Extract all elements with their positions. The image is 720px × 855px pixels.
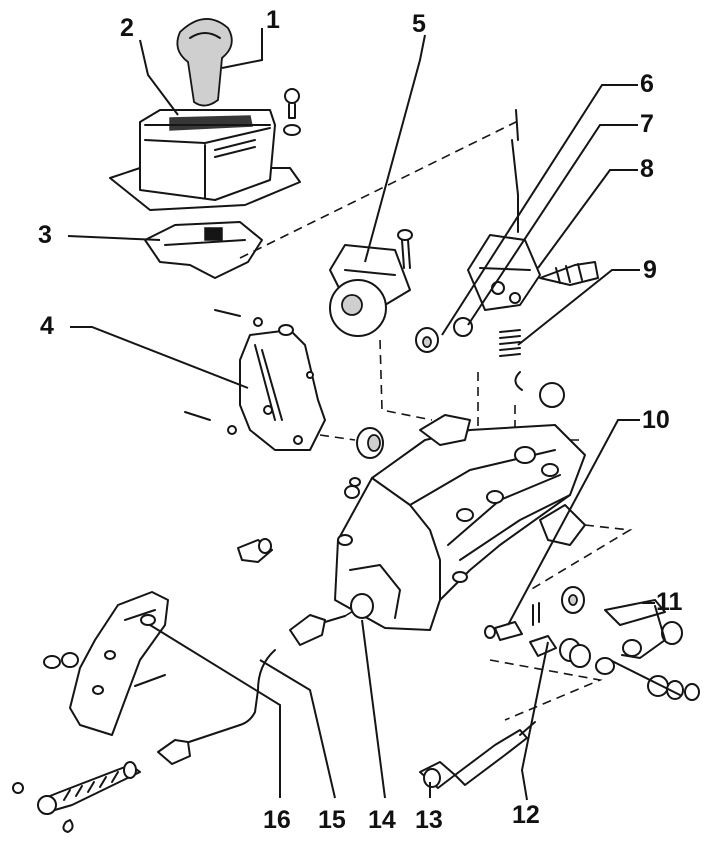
callout-13: 13 <box>415 806 443 834</box>
callout-7: 7 <box>640 110 654 138</box>
callout-4: 4 <box>40 312 54 340</box>
selector-lever-cluster <box>415 194 599 480</box>
cable-bracket-part <box>43 591 169 736</box>
boot-seal-part <box>144 221 263 279</box>
callout-16: 16 <box>263 806 291 834</box>
callout-9: 9 <box>643 256 657 284</box>
plug-part <box>237 538 273 563</box>
callout-2: 2 <box>120 14 134 42</box>
callout-5: 5 <box>412 10 426 38</box>
cable-end-part <box>239 609 356 726</box>
callout-8: 8 <box>640 155 654 183</box>
leader-lines <box>67 28 655 801</box>
callout-6: 6 <box>640 70 654 98</box>
callout-1: 1 <box>266 6 280 34</box>
callout-3: 3 <box>38 221 52 249</box>
shift-cable-part <box>419 721 536 789</box>
callout-12: 12 <box>512 801 540 829</box>
lower-cable-part <box>12 724 241 833</box>
bushing-cluster <box>484 602 615 721</box>
selector-housing-part <box>184 309 384 459</box>
mount-bracket-part <box>329 229 433 421</box>
shifter-cover-part <box>109 88 301 211</box>
shaft-assembly-part <box>561 586 700 701</box>
callout-14: 14 <box>368 806 396 834</box>
callout-11: 11 <box>656 588 683 616</box>
callout-15: 15 <box>318 806 346 834</box>
callout-10: 10 <box>642 406 670 434</box>
gear-knob-part <box>176 18 233 107</box>
